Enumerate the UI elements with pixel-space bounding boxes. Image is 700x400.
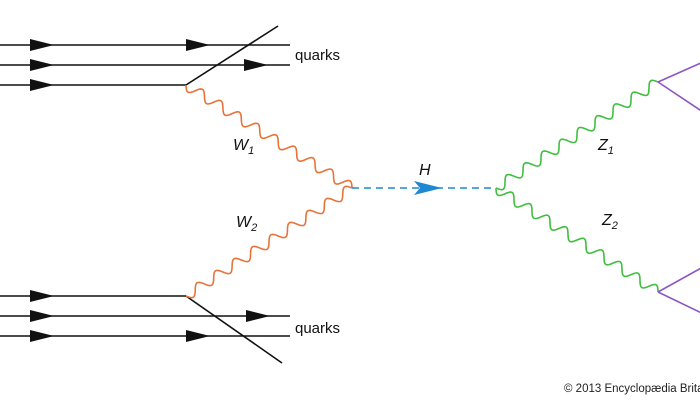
bottom-quark-lines <box>0 295 290 364</box>
copyright-credit: © 2013 Encyclopædia Britannica, Inc. <box>564 383 700 395</box>
top-quark-scatter-line <box>185 25 279 86</box>
w2-label: W2 <box>236 214 257 234</box>
bottom-quark-arrows <box>30 290 270 342</box>
arrow-head-icon <box>244 59 268 71</box>
w2-boson-line <box>185 185 353 299</box>
arrow-head-icon <box>186 39 210 51</box>
arrow-head-icon <box>30 330 54 342</box>
top-quark-arrows <box>30 39 268 91</box>
lepton-line-top-2 <box>657 81 700 111</box>
lepton-line-bottom-2 <box>657 291 700 314</box>
lepton-line-bottom-1 <box>657 267 700 293</box>
z2-label: Z2 <box>601 212 618 232</box>
z1-label: Z1 <box>597 137 614 157</box>
arrow-head-icon <box>30 59 54 71</box>
arrow-head-icon <box>30 310 54 322</box>
z1-boson-line <box>495 79 659 191</box>
arrow-head-icon <box>30 79 54 91</box>
arrow-head-icon <box>30 290 54 302</box>
higgs-label: H <box>419 162 431 179</box>
w1-boson-line <box>185 84 353 189</box>
arrow-head-icon <box>30 39 54 51</box>
bottom-quark-scatter-line <box>185 295 283 364</box>
quarks-label-top: quarks <box>295 47 340 64</box>
quarks-label-bottom: quarks <box>295 320 340 337</box>
top-quark-lines <box>0 25 290 86</box>
arrow-head-icon <box>186 330 210 342</box>
w1-label: W1 <box>233 137 254 157</box>
arrow-head-icon <box>246 310 270 322</box>
lepton-lines <box>657 62 700 314</box>
z2-boson-line <box>495 187 659 293</box>
higgs-arrow-head-icon <box>414 181 442 195</box>
lepton-line-top-1 <box>657 62 700 83</box>
